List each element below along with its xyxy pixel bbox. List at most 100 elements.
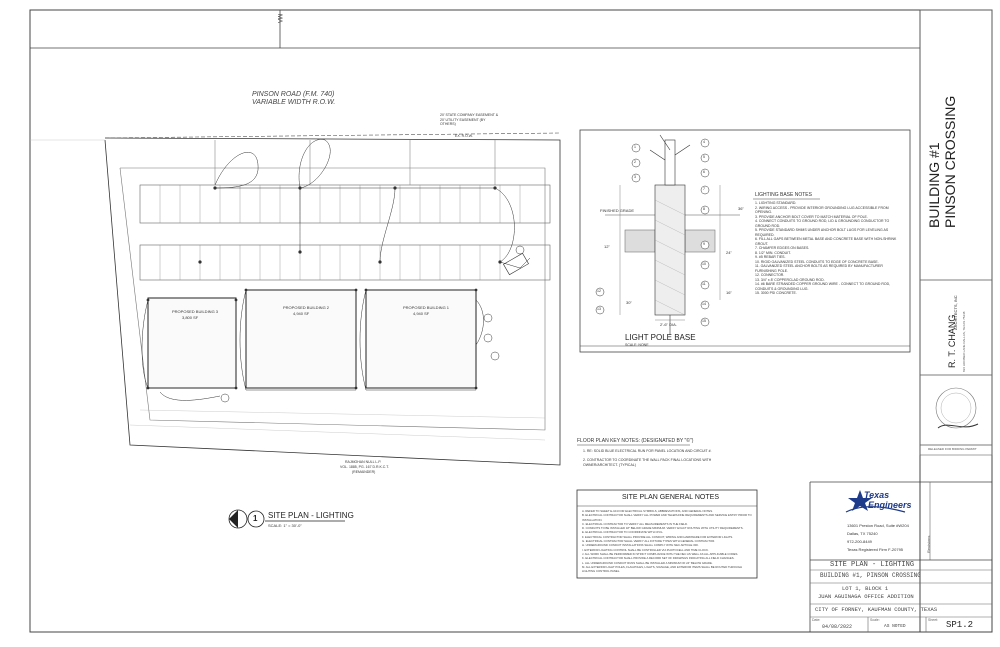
lighting-note: 4. CONNECT CONDUITS TO GROUND ROD, LID &…: [755, 219, 890, 228]
dim-12: 12": [604, 244, 610, 249]
adjacent-line-1: RAJMOHAN NULL L.P.: [345, 460, 382, 464]
concrete-base: [654, 184, 686, 316]
date-label: Date:: [812, 618, 821, 622]
adjacent-line-2: VOL. 1885, PG. 167 D.R.K.C.T.: [340, 465, 390, 469]
detail-title: LIGHT POLE BASE: [625, 333, 696, 342]
dim-30: 30": [626, 300, 632, 305]
easement-note: 20' STATE COMPANY EASEMENT & 20' UTILITY…: [440, 113, 499, 126]
date-value: 04/08/2022: [822, 624, 853, 630]
engineer-name-2: Engineers: [868, 500, 912, 510]
building-2-area: 4,940 SF: [293, 311, 310, 316]
lighting-note: 14. #6 BARE STRANDED COPPER GROUND WIRE …: [755, 282, 891, 291]
building-1-area: 4,940 SF: [413, 311, 430, 316]
engineer-address-2: Dallas, TX 75240: [847, 531, 878, 536]
detail-scale: SCALE: NONE: [625, 343, 649, 347]
engineer-phone: 972-200-8449: [847, 539, 872, 544]
sheet-number: SP1.2: [946, 620, 974, 630]
row-line-label: EX. R.O.W.: [455, 134, 473, 138]
building-3-area: 3,800 SF: [182, 315, 199, 320]
finished-grade-label: FINISHED GRADE: [600, 208, 635, 213]
general-note: B. ELECTRICAL CONTRACTOR SHALL VERIFY AL…: [582, 513, 752, 522]
lighting-note: 11. GALVANIZED STEEL ANCHOR BOLTS AS REQ…: [755, 264, 883, 273]
project-line-2: PINSON CROSSING: [942, 95, 958, 228]
general-notes-title: SITE PLAN GENERAL NOTES: [622, 494, 719, 501]
building-2-outline: [245, 289, 357, 389]
adjacent-line-3: (REMAINDER): [352, 470, 376, 474]
sheet-title: SITE PLAN - LIGHTING: [830, 561, 915, 569]
lot-line: LOT 1, BLOCK 1: [842, 585, 889, 592]
row-line: [104, 132, 561, 139]
general-note: A. REFER TO SHEET E-104 FOR ELECTRICAL S…: [582, 509, 713, 513]
engineer-name-1: Texas: [864, 490, 890, 500]
general-note: E. ELECTRICAL CONTRACTOR TO COORDINATE W…: [582, 530, 664, 535]
stamp-cell: [919, 444, 993, 456]
lighting-note: 15. 3000 PSI CONCRETE.: [755, 291, 797, 295]
lighting-note: 10. RIGID GALVANIZED STEEL CONDUITS TO E…: [755, 259, 879, 264]
building-1-name: PROPOSED BUILDING 1: [403, 305, 450, 310]
release-stamp: RELEASED FOR BIDDING PERMIT: [928, 447, 977, 451]
sheet-label: Sheet:: [928, 618, 939, 622]
texas-engineers-logo: [845, 490, 906, 513]
revisions-label: Revisions: [926, 535, 931, 553]
engineer-address-1: 13601 Preston Road, Suite #W204: [847, 523, 909, 528]
key-note: 2. CONTRACTOR TO COORDINATE THE WALL PAC…: [583, 458, 712, 467]
building-3-outline: [147, 297, 237, 389]
lighting-note: 8. 1/2" MIN. CONDUIT.: [755, 250, 791, 255]
detail-callouts: [595, 138, 710, 327]
callout-6: 6: [703, 170, 705, 174]
transformer-pad: [503, 252, 529, 276]
light-pole-detail: [579, 129, 911, 353]
plan-title: SITE PLAN - LIGHTING: [268, 511, 354, 520]
general-note: G. ELECTRICAL CONTRACTOR SHALL VERIFY AL…: [582, 539, 716, 544]
general-note: I. EXTERIOR LIGHTING CONTROL SHALL BE CO…: [582, 547, 709, 552]
lighting-notes-list: 1. LIGHTING STANDARD. 2. WIRING ACCESS -…: [755, 201, 905, 296]
road-top-tick: MA: [276, 14, 282, 23]
engineer-registration: Texas Registered Firm F-20795: [847, 547, 904, 552]
general-note: D. CONDUITS TO BE INSTALLED 18" BELOW GR…: [582, 526, 744, 531]
callout-9: 9: [703, 242, 705, 246]
general-note: H. UNDERGROUND CONDUIT INSTALLATIONS SHA…: [582, 543, 699, 548]
road-row: VARIABLE WIDTH R.O.W.: [252, 99, 336, 106]
callout-14: 14: [702, 302, 706, 306]
lighting-note: 13. 3/4" x 8' COPPERCLAD GROUND ROD.: [755, 277, 825, 282]
building-line: BUILDING #1, PINSON CROSSING: [820, 572, 921, 579]
landscape-hatch: [129, 409, 546, 441]
site-plan: [104, 132, 561, 466]
soil-right: [684, 229, 716, 253]
city-line: CITY OF FORNEY, KAUFMAN COUNTY, TEXAS: [815, 606, 938, 613]
project-line-1: BUILDING #1: [926, 142, 942, 228]
lighting-note: 5. PROVIDE STANDARD SHIMS UNDER ANCHOR B…: [755, 228, 889, 237]
lighting-note: 12. CONNECTOR.: [755, 273, 785, 277]
dim-24: 24": [726, 250, 732, 255]
general-note: C. ELECTRICAL CONTRACTOR TO VERIFY ALL M…: [582, 521, 688, 526]
callout-12: 12: [597, 289, 601, 293]
general-note: M. ALL EXTERIOR LIGHT POLES, FLAGPOLES, …: [582, 564, 743, 574]
keynote-bubbles: [220, 245, 525, 403]
general-note: K. ELECTRICAL CONTRACTOR SHALL PROVIDE A…: [582, 556, 735, 561]
architect-seal: [935, 387, 979, 429]
parking-stripes: [159, 185, 521, 280]
electrical-runs: [141, 139, 531, 401]
seal-cell: [919, 374, 993, 446]
road-name: PINSON ROAD (F.M. 740): [252, 91, 335, 98]
key-notes-title: FLOOR PLAN KEY NOTES: (DESIGNATED BY "©"…: [577, 438, 694, 444]
callout-5: 5: [703, 155, 705, 159]
pole: [664, 139, 676, 186]
callout-7: 7: [703, 187, 705, 191]
callout-2: 2: [634, 160, 636, 164]
plan-label-symbol: [228, 509, 345, 529]
building-3-name: PROPOSED BUILDING 3: [172, 309, 219, 314]
light-pole-markers: [146, 186, 502, 390]
callout-13: 13: [597, 307, 601, 311]
parking-row-top: [139, 184, 551, 224]
general-notes-box: [576, 489, 758, 579]
lighting-note: 2. WIRING ACCESS - PROVIDE INTERIOR GROU…: [755, 205, 889, 215]
plan-number: 1: [253, 514, 258, 523]
general-note: J. ALL WORK SHALL BE PERFORMED IN STRICT…: [582, 551, 739, 556]
lighting-note: 6. FILL ALL GAPS BETWEEN METAL BASE AND …: [755, 237, 897, 246]
key-note: 1. RE: SOLID BLUE ELECTRICAL RUN FOR PAN…: [583, 449, 712, 453]
general-note: L. ALL UNDERGROUND CONDUIT RUNS SHALL BE…: [582, 560, 713, 565]
architect-sub: ARCHITECTS, INC: [953, 295, 958, 330]
lighting-note: 3. PROVIDE ANCHOR BOLT COVER TO MATCH MA…: [755, 214, 868, 219]
dim-bottom: 2'-6" DIA.: [660, 322, 677, 327]
